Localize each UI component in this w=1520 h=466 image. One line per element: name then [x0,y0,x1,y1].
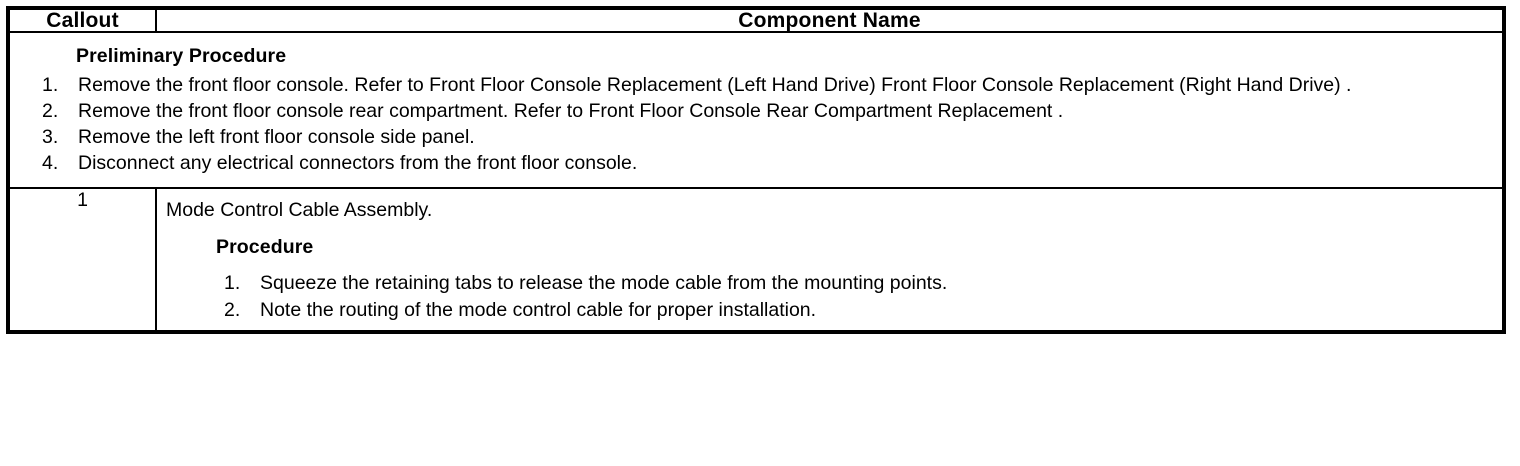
step-number: 3. [42,126,59,148]
step-number: 2. [42,100,59,122]
preliminary-procedure-cell: Preliminary Procedure 1. Remove the fron… [7,31,1505,189]
step-number: 1. [224,272,241,294]
step-text: Remove the left front floor console side… [78,126,475,148]
procedure-title: Procedure [216,236,314,258]
preliminary-procedure-title: Preliminary Procedure [76,45,287,67]
step-number: 4. [42,152,59,174]
list-item: 1. Squeeze the retaining tabs to release… [166,270,1492,296]
callout-number-cell: 1 [7,187,157,333]
preliminary-steps-list: 1. Remove the front floor console. Refer… [20,73,1492,176]
spec-table-container: Callout Component Name Preliminary Proce… [6,6,1506,334]
header-callout: Callout [7,7,157,33]
step-number: 1. [42,74,59,96]
step-text: Note the routing of the mode control cab… [260,299,817,321]
table-row: 1 Mode Control Cable Assembly. Procedure… [7,187,1505,333]
preliminary-procedure-row: Preliminary Procedure 1. Remove the fron… [7,31,1505,189]
step-number: 2. [224,299,241,321]
list-item: 4. Disconnect any electrical connectors … [20,151,1492,176]
step-text: Remove the front floor console. Refer to… [78,74,1352,96]
step-text: Squeeze the retaining tabs to release th… [260,272,948,294]
list-item: 2. Note the routing of the mode control … [166,297,1492,323]
header-row: Callout Component Name [7,7,1505,33]
component-callout-table: Callout Component Name Preliminary Proce… [6,6,1506,334]
list-item: 3. Remove the left front floor console s… [20,125,1492,150]
step-text: Remove the front floor console rear comp… [78,100,1064,122]
table-header: Callout Component Name [7,7,1505,33]
component-detail-cell: Mode Control Cable Assembly. Procedure 1… [155,187,1505,333]
step-text: Disconnect any electrical connectors fro… [78,152,638,174]
component-title: Mode Control Cable Assembly. [166,199,433,221]
list-item: 1. Remove the front floor console. Refer… [20,73,1492,98]
list-item: 2. Remove the front floor console rear c… [20,99,1492,124]
table-body: Preliminary Procedure 1. Remove the fron… [7,31,1505,333]
header-component-name: Component Name [155,7,1505,33]
procedure-steps-list: 1. Squeeze the retaining tabs to release… [166,270,1492,323]
